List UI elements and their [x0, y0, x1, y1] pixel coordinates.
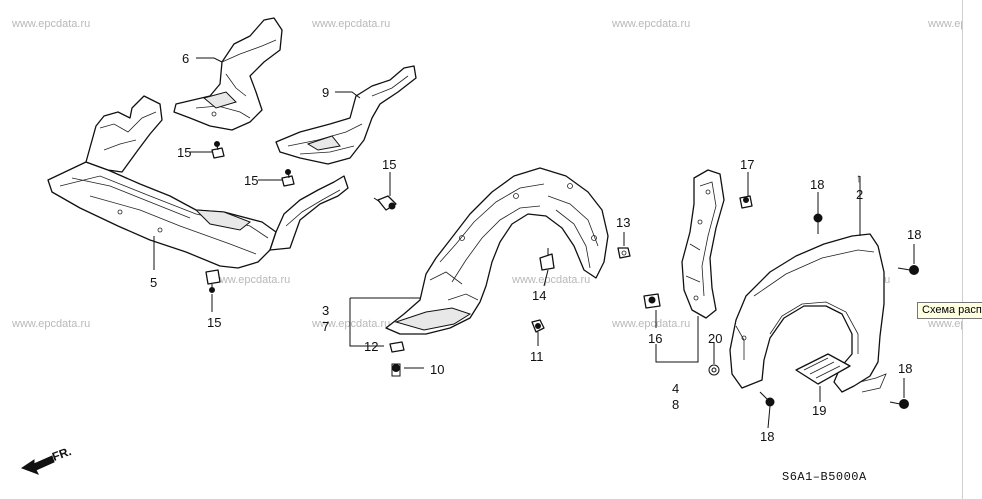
watermark: www.epcdata.ru: [12, 318, 91, 330]
watermark: www.epc: [928, 18, 973, 30]
bolt-18-c[interactable]: [759, 391, 775, 407]
clip-14[interactable]: [539, 248, 555, 271]
leader-lines: [153, 57, 915, 429]
callout-14[interactable]: 14: [532, 288, 547, 303]
clip-15-d[interactable]: [373, 195, 397, 211]
callout-18[interactable]: 18: [810, 177, 825, 192]
watermark: www.epcdata.ru: [612, 318, 691, 330]
callout-15[interactable]: 15: [244, 173, 259, 188]
bolt-18-a[interactable]: [813, 213, 823, 234]
bolt-10[interactable]: [391, 363, 401, 377]
callout-11[interactable]: 11: [530, 349, 544, 364]
watermark: www.epcdata.ru: [312, 318, 391, 330]
callout-6[interactable]: 6: [182, 51, 190, 66]
watermark: www.epcdata.ru: [12, 18, 91, 30]
callout-4[interactable]: 4: [672, 381, 680, 396]
nut-13[interactable]: [617, 247, 631, 259]
watermark: www.epc: [928, 318, 973, 330]
callout-12[interactable]: 12: [364, 339, 379, 354]
callout-16[interactable]: 16: [648, 331, 663, 346]
tooltip: Схема расп: [917, 302, 982, 319]
callout-18[interactable]: 18: [907, 227, 922, 242]
callout-2[interactable]: 2: [856, 187, 864, 202]
callout-10[interactable]: 10: [430, 362, 445, 377]
callout-15[interactable]: 15: [177, 145, 192, 160]
bolt-11[interactable]: [531, 319, 545, 333]
watermark: www.epcdata.ru: [312, 18, 391, 30]
clip-15-c[interactable]: [205, 269, 221, 293]
bolt-18-d[interactable]: [889, 399, 909, 409]
callout-9[interactable]: 9: [322, 85, 330, 100]
callout-17[interactable]: 17: [740, 157, 755, 172]
part-6-bracket[interactable]: [173, 17, 283, 131]
part-3-fender-liner[interactable]: [385, 167, 609, 335]
viewer-edge: [962, 0, 982, 499]
callout-15[interactable]: 15: [382, 157, 397, 172]
part-5-splash-shield[interactable]: [47, 95, 349, 269]
watermark: www.epcdata.ru: [512, 274, 591, 286]
callout-19[interactable]: 19: [812, 403, 827, 418]
clip-12[interactable]: [389, 341, 405, 353]
clip-16[interactable]: [643, 293, 661, 309]
callout-5[interactable]: 5: [150, 275, 158, 290]
part-2-front-fender[interactable]: [729, 233, 887, 393]
watermark: www.epcdata.ru: [212, 274, 291, 286]
callout-3[interactable]: 3: [322, 303, 330, 318]
clip-15-a[interactable]: [211, 141, 225, 159]
part-19-seal[interactable]: [795, 353, 851, 385]
clip-15-b[interactable]: [281, 169, 295, 187]
arrow-up-icon: ↑: [856, 171, 862, 185]
diagram-code: S6A1–B5000A: [782, 470, 867, 484]
clip-17[interactable]: [739, 195, 753, 209]
callout-20[interactable]: 20: [708, 331, 723, 346]
callout-8[interactable]: 8: [672, 397, 680, 412]
callout-15[interactable]: 15: [207, 315, 222, 330]
callout-18[interactable]: 18: [760, 429, 775, 444]
callout-13[interactable]: 13: [616, 215, 631, 230]
watermark: www.epcdata.ru: [612, 18, 691, 30]
callout-18[interactable]: 18: [898, 361, 913, 376]
grommet-20[interactable]: [708, 364, 720, 376]
callout-7[interactable]: 7: [322, 319, 330, 334]
part-4-fender-bracket[interactable]: [681, 169, 725, 319]
bolt-18-b[interactable]: [897, 265, 919, 275]
front-arrow-icon: [20, 455, 55, 475]
part-9-bracket[interactable]: [275, 65, 417, 165]
